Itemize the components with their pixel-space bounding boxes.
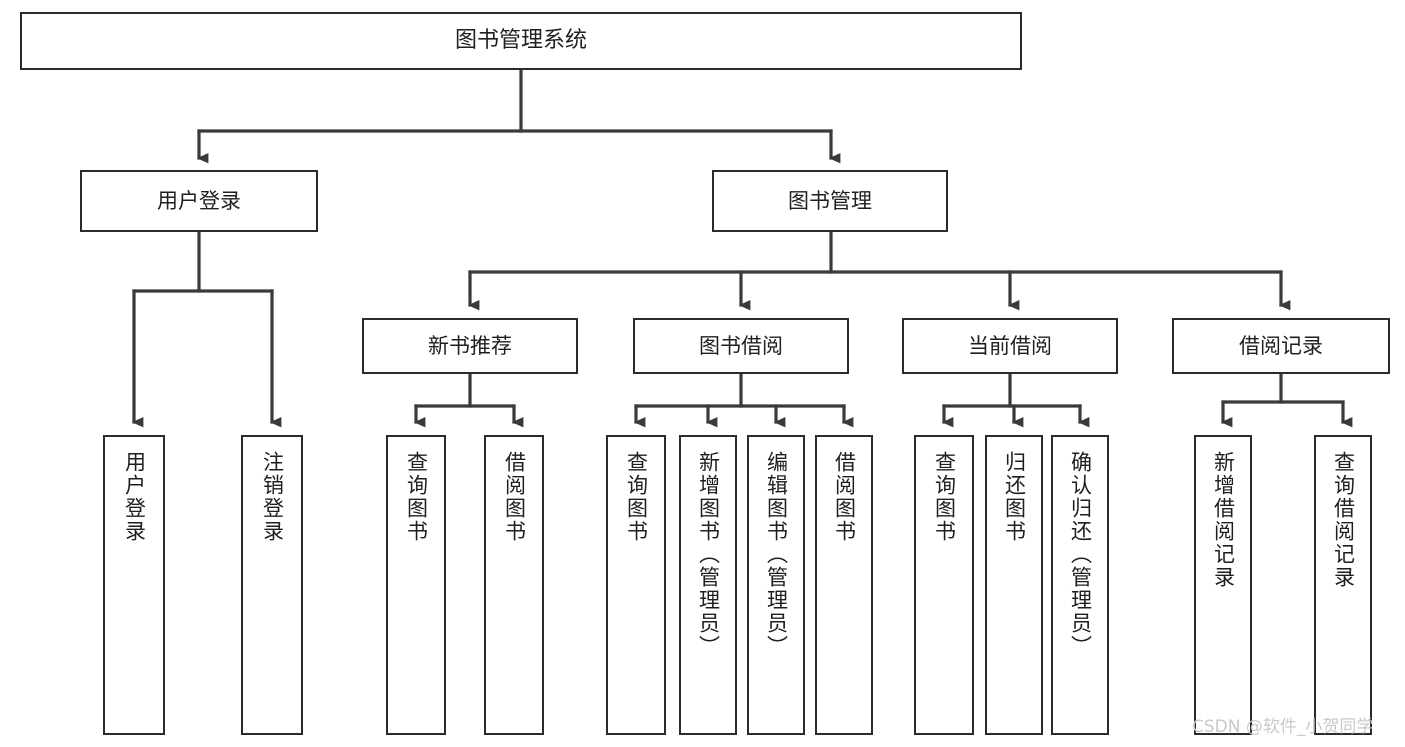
- node-new-book-recommend[interactable]: 新书推荐: [362, 318, 578, 374]
- leaf-add-borrow-record-label: 新增借阅记录: [1211, 451, 1236, 589]
- leaf-query-book-current[interactable]: 查询图书: [914, 435, 974, 735]
- leaf-query-book-borrow-label: 查询图书: [624, 451, 649, 543]
- leaf-add-borrow-record[interactable]: 新增借阅记录: [1194, 435, 1252, 735]
- node-new-book-recommend-label: 新书推荐: [428, 333, 512, 358]
- leaf-confirm-return-admin-label: 确认归还（管理员）: [1068, 451, 1093, 658]
- node-user-login[interactable]: 用户登录: [80, 170, 318, 232]
- leaf-edit-book-admin[interactable]: 编辑图书（管理员）: [747, 435, 805, 735]
- leaf-logout-login[interactable]: 注销登录: [241, 435, 303, 735]
- leaf-query-book-recommend[interactable]: 查询图书: [386, 435, 446, 735]
- node-current-borrow-label: 当前借阅: [968, 333, 1052, 358]
- node-root[interactable]: 图书管理系统: [20, 12, 1022, 70]
- node-borrow-record-label: 借阅记录: [1239, 333, 1323, 358]
- node-borrow-record[interactable]: 借阅记录: [1172, 318, 1390, 374]
- leaf-logout-login-label: 注销登录: [260, 451, 285, 543]
- node-root-label: 图书管理系统: [454, 28, 587, 54]
- leaf-edit-book-admin-label: 编辑图书（管理员）: [764, 451, 789, 658]
- leaf-return-book-label: 归还图书: [1002, 451, 1027, 543]
- node-book-borrow[interactable]: 图书借阅: [633, 318, 849, 374]
- leaf-borrow-book-recommend-label: 借阅图书: [502, 451, 527, 543]
- leaf-user-login[interactable]: 用户登录: [103, 435, 165, 735]
- leaf-user-login-label: 用户登录: [122, 451, 147, 543]
- leaf-add-book-admin[interactable]: 新增图书（管理员）: [679, 435, 737, 735]
- leaf-query-borrow-record-label: 查询借阅记录: [1331, 451, 1356, 589]
- node-current-borrow[interactable]: 当前借阅: [902, 318, 1118, 374]
- node-book-management-label: 图书管理: [788, 188, 872, 213]
- leaf-add-book-admin-label: 新增图书（管理员）: [696, 451, 721, 658]
- node-user-login-label: 用户登录: [157, 188, 241, 213]
- leaf-query-book-current-label: 查询图书: [932, 451, 957, 543]
- leaf-return-book[interactable]: 归还图书: [985, 435, 1043, 735]
- leaf-confirm-return-admin[interactable]: 确认归还（管理员）: [1051, 435, 1109, 735]
- leaf-query-book-borrow[interactable]: 查询图书: [606, 435, 666, 735]
- leaf-query-book-recommend-label: 查询图书: [404, 451, 429, 543]
- leaf-borrow-book-recommend[interactable]: 借阅图书: [484, 435, 544, 735]
- node-book-management[interactable]: 图书管理: [712, 170, 948, 232]
- leaf-borrow-book[interactable]: 借阅图书: [815, 435, 873, 735]
- node-book-borrow-label: 图书借阅: [699, 333, 783, 358]
- leaf-borrow-book-label: 借阅图书: [832, 451, 857, 543]
- leaf-query-borrow-record[interactable]: 查询借阅记录: [1314, 435, 1372, 735]
- csdn-watermark: CSDN @软件_小贺同学: [1192, 717, 1374, 737]
